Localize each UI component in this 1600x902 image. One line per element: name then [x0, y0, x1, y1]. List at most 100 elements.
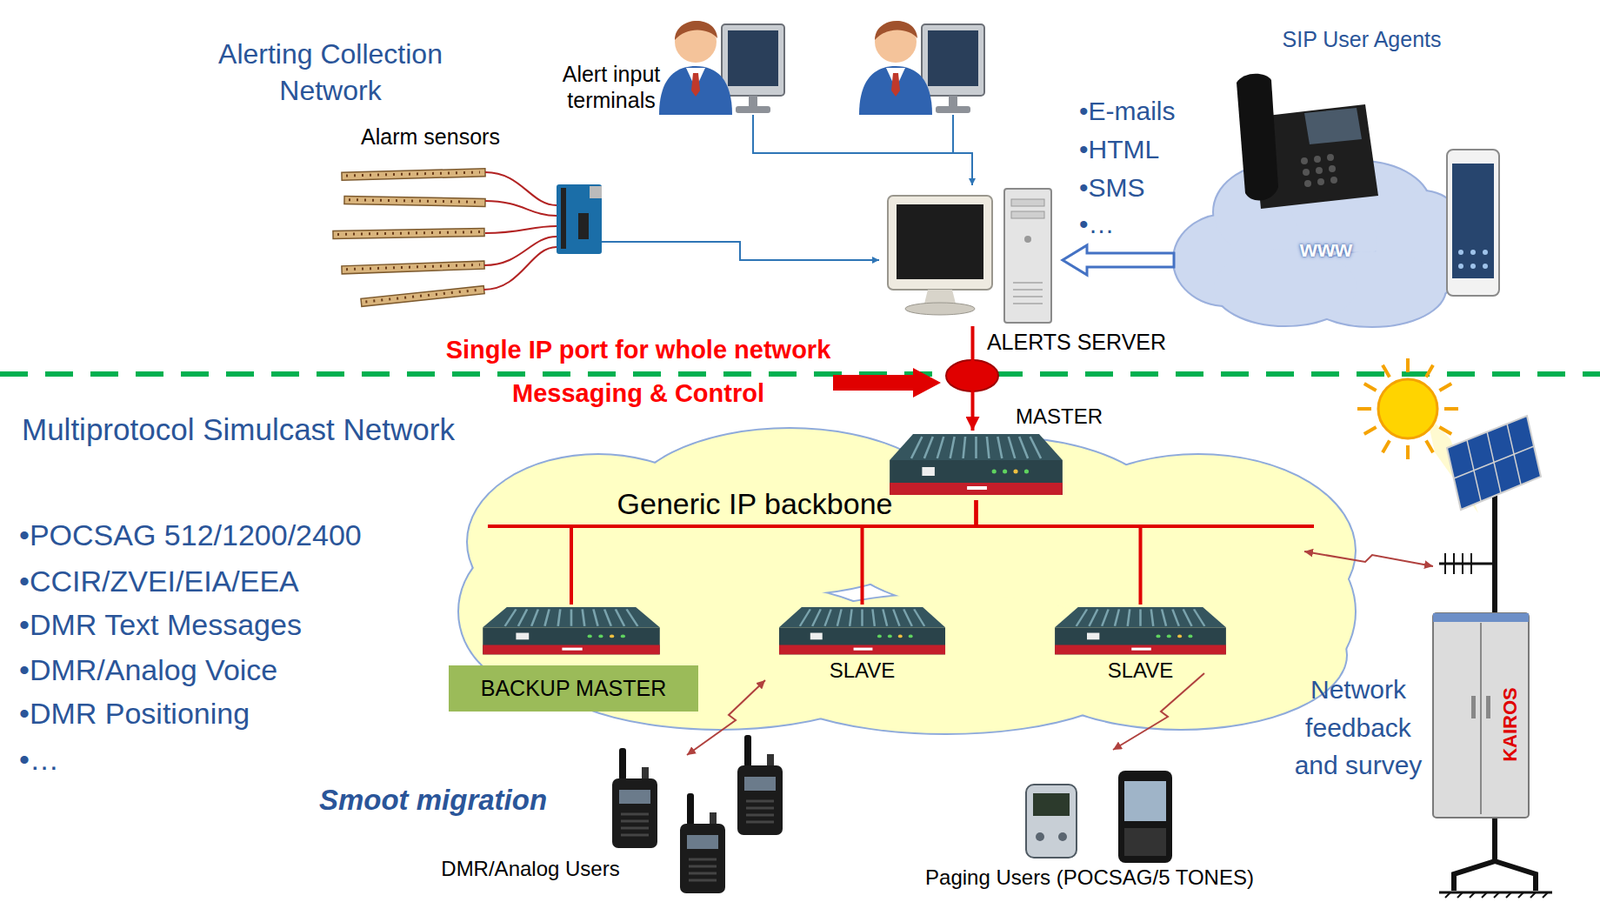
dmr-radios-part [680, 793, 726, 894]
alarm-sensors-part [341, 168, 486, 180]
smartphone-part [1482, 263, 1488, 269]
text-anchor: •DMR/Analog Voice [19, 653, 278, 687]
radio-unit-icon [482, 606, 660, 654]
desk-phone-part [1313, 155, 1321, 163]
solar-site-part [1446, 415, 1541, 510]
port-note: Single IP port for whole network [446, 337, 832, 363]
sensor-label: Alarm sensors [360, 124, 500, 150]
divider-part [833, 367, 941, 398]
text-anchor: SIP User Agents [1282, 26, 1442, 53]
alert-terminals-part [659, 20, 785, 115]
text-anchor: •… [19, 742, 60, 777]
agent-label: SIP User Agents [1282, 26, 1442, 53]
smartphone-part [1446, 149, 1500, 296]
text-anchor: Alert input terminals [541, 60, 681, 114]
backup-master-unit: BACKUP MASTER [479, 604, 664, 659]
desk-phone-part [1330, 176, 1338, 184]
radio-unit-icon [479, 604, 664, 659]
alarm-sensors-part [348, 200, 480, 203]
text-anchor: www [1300, 236, 1354, 263]
desk-phone-part [1328, 165, 1336, 173]
desk-phone [1236, 73, 1379, 209]
server-icon [887, 188, 1052, 323]
alarm-sensors-part [344, 196, 486, 207]
desk-phone-part [1317, 178, 1325, 186]
text-anchor: •HTML [1079, 134, 1160, 166]
smartphone-part [1458, 263, 1464, 269]
cabinet-brand: KAIROS [1500, 686, 1520, 762]
ip-backbone-cloud: Generic IP backboneMASTER BACKUP MASTER SL… [459, 428, 1358, 735]
text-anchor: MASTER [1015, 404, 1103, 429]
cloud-label: www [1300, 236, 1354, 263]
solar-site-part [1445, 553, 1472, 574]
divider-part [0, 371, 1600, 377]
bullet-item: •SMS [1079, 173, 1146, 204]
text-anchor: BACKUP MASTER [448, 665, 699, 712]
bullet-item: •DMR Positioning [19, 696, 250, 731]
section-title: Multiprotocol Simulcast Network [21, 412, 455, 447]
smartphone-part [1458, 249, 1488, 269]
text-anchor: Single IP port for whole network [446, 337, 832, 363]
alarm-sensors-part [560, 187, 567, 249]
pagers-part [1035, 832, 1045, 841]
text-anchor: Paging Users (POCSAG/5 TONES) [925, 865, 1254, 890]
text-anchor: KAIROS [1500, 686, 1520, 762]
alarm-sensors-part [333, 227, 485, 239]
text-anchor: •DMR Positioning [19, 696, 250, 731]
connector [1062, 245, 1174, 275]
text-anchor: •CCIR/ZVEI/EIA/EEA [19, 564, 300, 599]
solar-site-part [1471, 695, 1476, 719]
input-lines-part [601, 241, 880, 260]
alarm-sensors-part [483, 172, 557, 290]
solar-site-part [1378, 379, 1438, 439]
pagers-part [1026, 784, 1077, 858]
connector [971, 326, 975, 431]
pagers-part [1058, 832, 1067, 841]
terminal-label: Alert input terminals [541, 60, 681, 114]
alarm-sensors-part [578, 213, 589, 240]
bullet-item: •CCIR/ZVEI/EIA/EEA [19, 564, 300, 599]
desk-phone-part [1304, 180, 1312, 187]
solar-site-part [1486, 695, 1491, 719]
text-anchor: Alerting Collection Network [186, 36, 474, 109]
radio-unit-icon [779, 606, 946, 654]
alarm-sensors-part [365, 289, 480, 302]
alerts-server: ALERTS SERVER [882, 186, 1063, 327]
solar-site-part [1445, 892, 1548, 898]
text-anchor: SLAVE [829, 658, 896, 683]
bullet-item: •… [19, 742, 60, 777]
alert-terminals [659, 20, 985, 115]
text-anchor: Generic IP backbone [617, 486, 894, 521]
text-anchor: DMR/Analog Users [440, 856, 620, 881]
bullet-item: •DMR/Analog Voice [19, 653, 278, 687]
alarm-sensors-part [341, 260, 485, 274]
smartphone [1446, 149, 1500, 296]
alarm-sensors-part [485, 200, 557, 216]
text-anchor: •POCSAG 512/1200/2400 [19, 518, 362, 553]
text-anchor: Smoot migration [319, 783, 547, 817]
bullet-item: •POCSAG 512/1200/2400 [19, 518, 362, 553]
input-lines-part [952, 114, 954, 154]
smartphone-part [1482, 249, 1488, 255]
unit-label: MASTER [1015, 404, 1103, 429]
text-anchor: Network feedback and survey [1280, 670, 1437, 785]
alarm-sensors-part [589, 186, 602, 199]
text-anchor: •SMS [1079, 173, 1146, 204]
master-unit: MASTER [886, 430, 1067, 500]
pagers [1026, 770, 1173, 863]
alarm-sensors-part [346, 172, 480, 176]
text-anchor: •DMR Text Messages [19, 607, 302, 642]
port-note: Messaging & Control [512, 380, 765, 407]
slave-unit: SLAVE [1051, 604, 1230, 659]
alarm-sensors-part [484, 236, 557, 266]
solar-site [1357, 358, 1553, 898]
text-anchor: •… [1079, 209, 1115, 240]
server-icon [882, 186, 1063, 327]
solar-site-part [1357, 358, 1459, 460]
pagers-part [1118, 770, 1173, 863]
text-anchor: ALERTS SERVER [986, 329, 1167, 355]
input-lines-part [753, 114, 973, 186]
desk-phone-part [1315, 166, 1323, 174]
text-anchor: Alarm sensors [360, 124, 500, 150]
